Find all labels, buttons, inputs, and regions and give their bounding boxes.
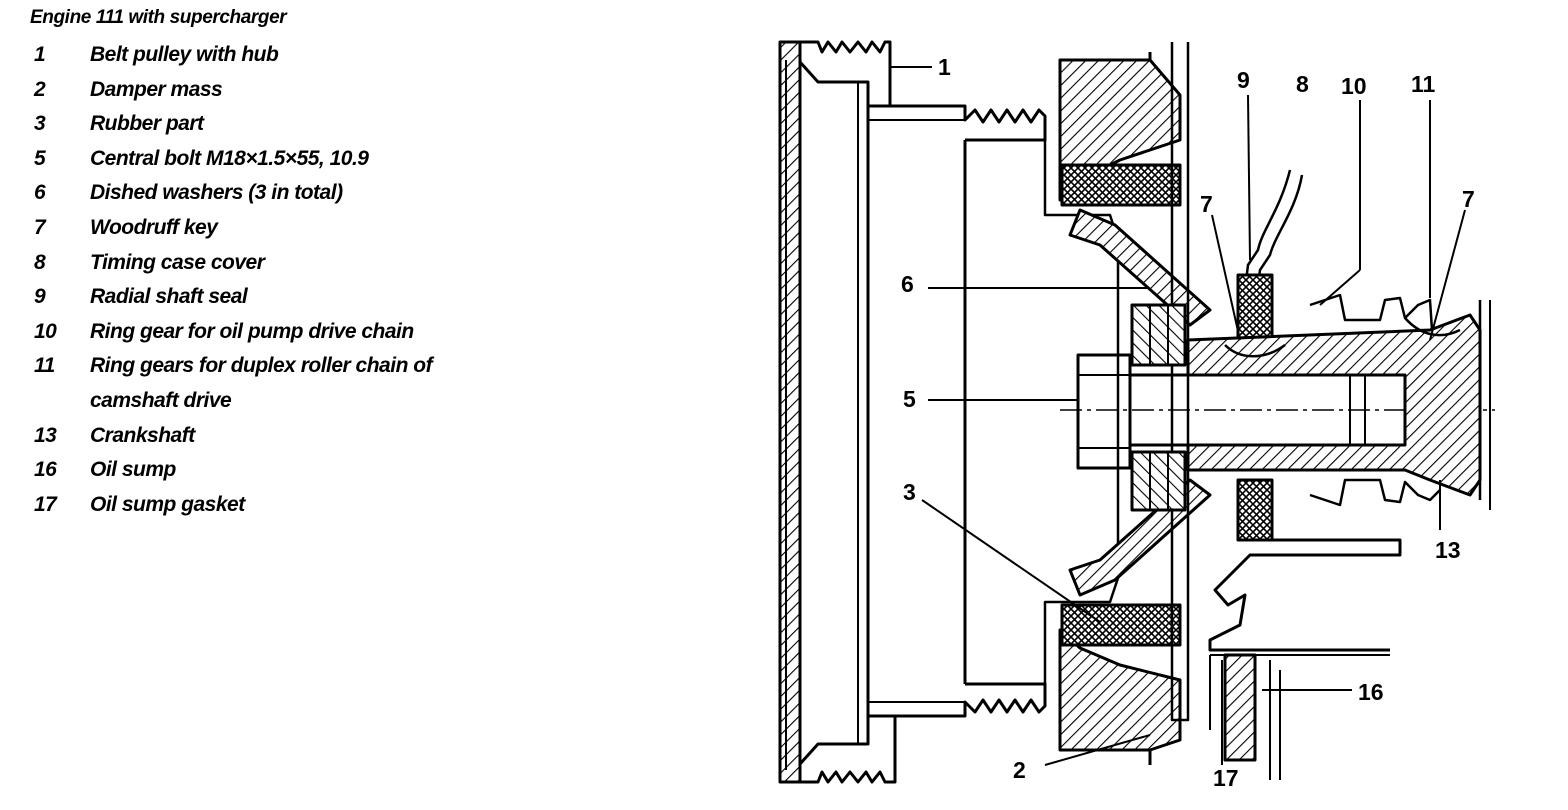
- callouts: 1 2 3 5 6 7 7 8 9 10 11 13 16 17: [901, 54, 1475, 791]
- legend-item-text: Radial shaft seal: [90, 285, 248, 309]
- legend-item-number: 13: [34, 423, 57, 447]
- legend-item-number: 8: [34, 250, 46, 274]
- legend-item-number: 17: [34, 492, 57, 516]
- legend-item-number: 2: [34, 77, 46, 101]
- callout-7-right: 7: [1462, 186, 1475, 212]
- legend-item-number: 3: [34, 112, 46, 136]
- callout-6: 6: [901, 271, 914, 297]
- legend-item: 13 Crankshaft: [28, 419, 548, 454]
- legend-item-text: Crankshaft: [90, 423, 195, 447]
- legend-item-text: Ring gears for duplex roller chain of ca…: [90, 349, 548, 418]
- legend-item: 17 Oil sump gasket: [28, 488, 548, 523]
- legend-item-number: 9: [34, 285, 46, 309]
- legend-item-text: Belt pulley with hub: [90, 43, 279, 66]
- belt-pulley: [778, 40, 1120, 784]
- legend-item-text-line2: camshaft drive: [90, 388, 232, 412]
- legend-item-text: Ring gear for oil pump drive chain: [90, 319, 414, 343]
- callout-9: 9: [1237, 67, 1250, 93]
- timing-case-cover: [1170, 42, 1304, 722]
- legend-item: 1 Belt pulley with hub: [28, 38, 548, 73]
- legend-item: 9 Radial shaft seal: [28, 280, 548, 315]
- legend-item-text-line1: Ring gears for duplex roller chain of: [90, 354, 433, 378]
- legend-item-text: Damper mass: [90, 77, 223, 101]
- legend-item-text: Oil sump: [90, 458, 176, 482]
- legend-item: 10 Ring gear for oil pump drive chain: [28, 315, 548, 350]
- legend-item-text: Timing case cover: [90, 250, 265, 274]
- legend-item-number: 7: [34, 215, 46, 239]
- legend-item-number: 11: [34, 354, 55, 378]
- legend-item: 5 Central bolt M18×1.5×55, 10.9: [28, 142, 548, 177]
- legend-item: 6 Dished washers (3 in total): [28, 176, 548, 211]
- legend-item: 11 Ring gears for duplex roller chain of…: [28, 349, 548, 418]
- legend-item-number: 1: [34, 43, 46, 66]
- callout-16: 16: [1358, 679, 1384, 705]
- legend-item-text: Oil sump gasket: [90, 492, 245, 516]
- legend-item-text: Woodruff key: [90, 215, 218, 239]
- oil-sump: [1208, 538, 1402, 780]
- legend-item: 8 Timing case cover: [28, 246, 548, 281]
- legend-item: 7 Woodruff key: [28, 211, 548, 246]
- radial-shaft-seal: [1236, 273, 1274, 542]
- callout-10: 10: [1341, 73, 1367, 99]
- legend: Engine 111 with supercharger 1 Belt pull…: [28, 4, 548, 522]
- callout-3: 3: [903, 479, 916, 505]
- legend-item-text: Dished washers (3 in total): [90, 181, 343, 205]
- callout-2: 2: [1013, 757, 1026, 783]
- legend-item: 16 Oil sump: [28, 453, 548, 488]
- legend-item-number: 10: [34, 319, 57, 343]
- callout-17: 17: [1213, 765, 1239, 791]
- legend-title: Engine 111 with supercharger: [30, 7, 287, 28]
- dished-washers: [1130, 303, 1187, 512]
- ring-gears: [1309, 293, 1441, 507]
- legend-item-text: Central bolt M18×1.5×55, 10.9: [90, 146, 369, 170]
- legend-item-text: Rubber part: [90, 112, 204, 136]
- leader-lines: [890, 66, 1466, 766]
- callout-11: 11: [1411, 71, 1436, 97]
- callout-8: 8: [1296, 71, 1309, 97]
- legend-item: 2 Damper mass: [28, 73, 548, 108]
- legend-item-number: 5: [34, 146, 46, 170]
- legend-item-number: 16: [34, 458, 57, 482]
- legend-item-number: 6: [34, 181, 46, 205]
- callout-5: 5: [903, 386, 916, 412]
- callout-13: 13: [1435, 537, 1461, 563]
- crankshaft: [1186, 300, 1491, 510]
- callout-7-left: 7: [1200, 191, 1213, 217]
- callout-1: 1: [938, 54, 951, 80]
- legend-item: 3 Rubber part: [28, 107, 548, 142]
